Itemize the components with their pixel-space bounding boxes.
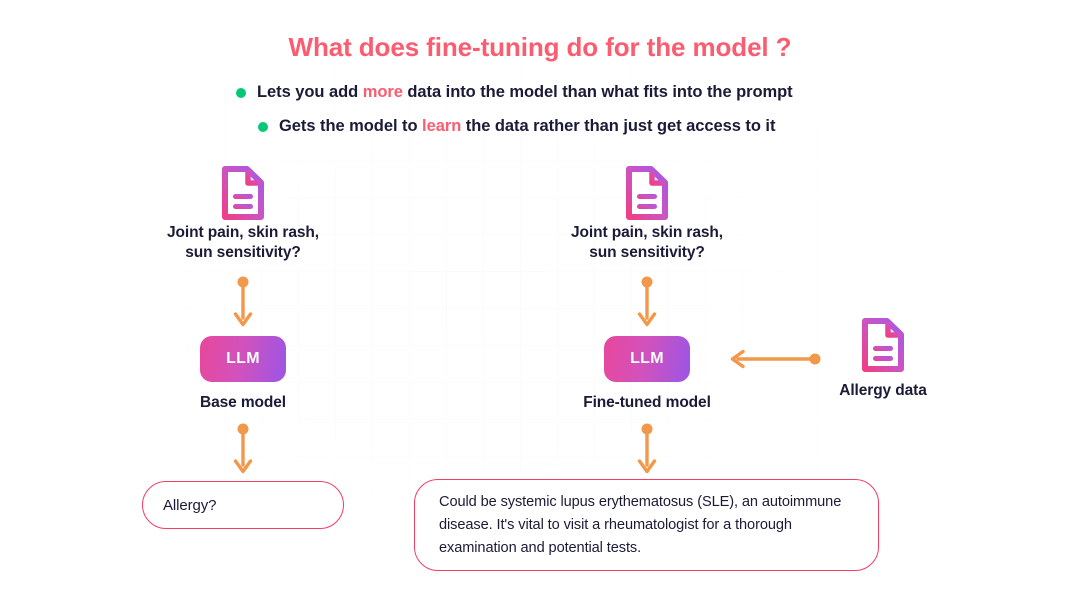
base-flow-arrow-down-1	[231, 276, 255, 333]
bullet-dot-icon	[236, 87, 246, 98]
document-icon	[222, 166, 264, 220]
finetuned-model-answer-text: Could be systemic lupus erythematosus (S…	[439, 493, 842, 556]
bullet-text-1: Lets you add more data into the model th…	[257, 83, 793, 101]
base-flow-document-icon	[221, 166, 265, 225]
finetuned-model-llm-box[interactable]: LLM	[604, 336, 690, 382]
base-model-llm-box[interactable]: LLM	[200, 336, 286, 382]
bullet-dot-icon	[258, 121, 268, 132]
arrow-down-icon	[233, 423, 253, 474]
base-model-answer-text: Allergy?	[163, 496, 217, 514]
base-model-label: Base model	[199, 394, 286, 411]
finetuned-flow-prompt-text: Joint pain, skin rash, sun sensitivity?	[571, 224, 723, 261]
allergy-data-label: Allergy data	[839, 382, 927, 399]
llm-box-label: LLM	[630, 350, 664, 367]
allergy-data-document-icon	[861, 318, 905, 377]
document-icon	[626, 166, 668, 220]
bullet-text-2: Gets the model to learn the data rather …	[279, 117, 776, 135]
document-icon	[862, 318, 904, 372]
arrow-down-icon	[637, 276, 657, 327]
page-title: What does fine-tuning do for the model ?	[288, 32, 792, 62]
bullet-item-1: Lets you add more data into the model th…	[236, 83, 793, 102]
finetuned-flow-arrow-down-1	[635, 276, 659, 333]
finetuned-model-label: Fine-tuned model	[583, 394, 711, 411]
llm-box-label: LLM	[226, 350, 260, 367]
base-flow-prompt-text: Joint pain, skin rash, sun sensitivity?	[167, 224, 319, 261]
base-model-answer-box: Allergy?	[142, 481, 344, 529]
bullet-item-2: Gets the model to learn the data rather …	[258, 117, 775, 136]
finetuned-flow-document-icon	[625, 166, 669, 225]
finetuned-flow-arrow-down-2	[635, 423, 659, 480]
arrow-down-icon	[233, 276, 253, 327]
data-source-arrow-left	[726, 347, 822, 376]
arrow-down-icon	[637, 423, 657, 474]
arrow-left-icon	[730, 349, 821, 369]
finetuned-model-answer-box: Could be systemic lupus erythematosus (S…	[414, 479, 879, 571]
base-flow-arrow-down-2	[231, 423, 255, 480]
